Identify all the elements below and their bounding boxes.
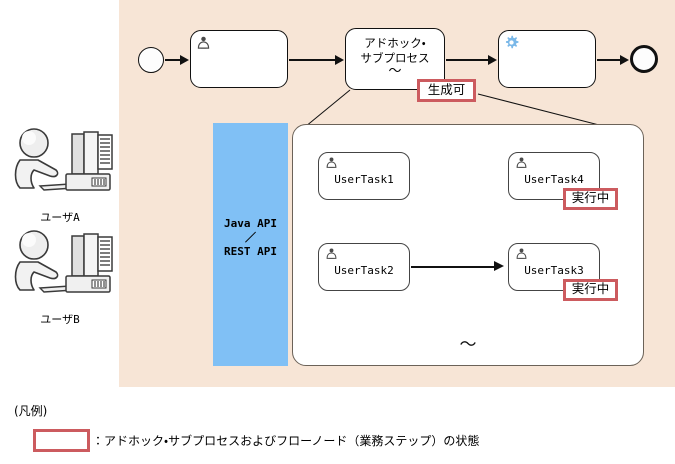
sequence-flow-2 <box>289 58 336 62</box>
user-icon <box>516 157 527 168</box>
rest-api-label: REST API <box>224 245 277 258</box>
user-icon <box>326 157 337 168</box>
sequence-flow-2-arrowhead <box>335 54 344 65</box>
status-badge-subprocess: 生成可 <box>417 79 476 102</box>
sequence-flow-3 <box>446 58 489 62</box>
usertask1-node[interactable]: UserTask1 <box>318 152 410 200</box>
user-icon <box>197 36 210 49</box>
user-icon <box>516 248 527 259</box>
usertask4-label: UserTask4 <box>524 173 584 186</box>
legend-description: ：アドホック・サブプロセスおよびフローノード（業務ステップ）の状態 <box>92 434 480 448</box>
usertask2-node[interactable]: UserTask2 <box>318 243 410 291</box>
sequence-flow-1-arrowhead <box>180 54 189 65</box>
java-api-label: Java API <box>224 217 277 230</box>
adhoc-subprocess-label: アドホック・ サブプロセス 〜 <box>346 36 444 78</box>
legend-title: (凡例) <box>14 404 48 418</box>
sequence-flow-3-arrowhead <box>488 54 497 65</box>
sequence-flow-4 <box>597 58 621 62</box>
api-band <box>213 123 288 366</box>
flow-node-service-task[interactable] <box>498 30 596 88</box>
user-at-computer-icon <box>14 128 113 191</box>
status-badge-usertask4: 実行中 <box>563 188 618 210</box>
usertask3-label: UserTask3 <box>524 264 584 277</box>
user-a-label: ユーザA <box>40 211 80 224</box>
legend-row: ：アドホック・サブプロセスおよびフローノード（業務ステップ）の状態 <box>33 429 479 452</box>
sequence-flow-1 <box>165 58 181 62</box>
flow-node-user-task[interactable] <box>190 30 288 88</box>
legend-swatch <box>33 429 90 452</box>
usertask1-label: UserTask1 <box>334 173 394 186</box>
adhoc-subprocess-label-line1: アドホック・ <box>364 36 426 50</box>
sequence-flow-usertask2-usertask3 <box>411 265 496 269</box>
sequence-flow-usertask2-usertask3-arrowhead <box>494 261 504 271</box>
end-event[interactable] <box>630 45 658 73</box>
api-band-label: Java API ／ REST API <box>213 216 288 259</box>
more-tasks-indicator: 〜 <box>459 335 477 355</box>
user-b-group: ユーザB <box>4 228 116 326</box>
sequence-flow-4-arrowhead <box>620 54 629 65</box>
user-icon <box>326 248 337 259</box>
api-separator: ／ <box>245 231 256 244</box>
adhoc-subprocess-label-line2: サブプロセス <box>360 51 430 65</box>
user-b-label: ユーザB <box>40 313 80 326</box>
start-event[interactable] <box>138 47 164 73</box>
adhoc-subprocess-tilde: 〜 <box>388 64 402 79</box>
gear-icon <box>505 35 519 49</box>
user-at-computer-icon <box>14 230 113 293</box>
usertask2-label: UserTask2 <box>334 264 394 277</box>
status-badge-usertask3: 実行中 <box>563 279 618 301</box>
user-a-group: ユーザA <box>4 126 116 224</box>
